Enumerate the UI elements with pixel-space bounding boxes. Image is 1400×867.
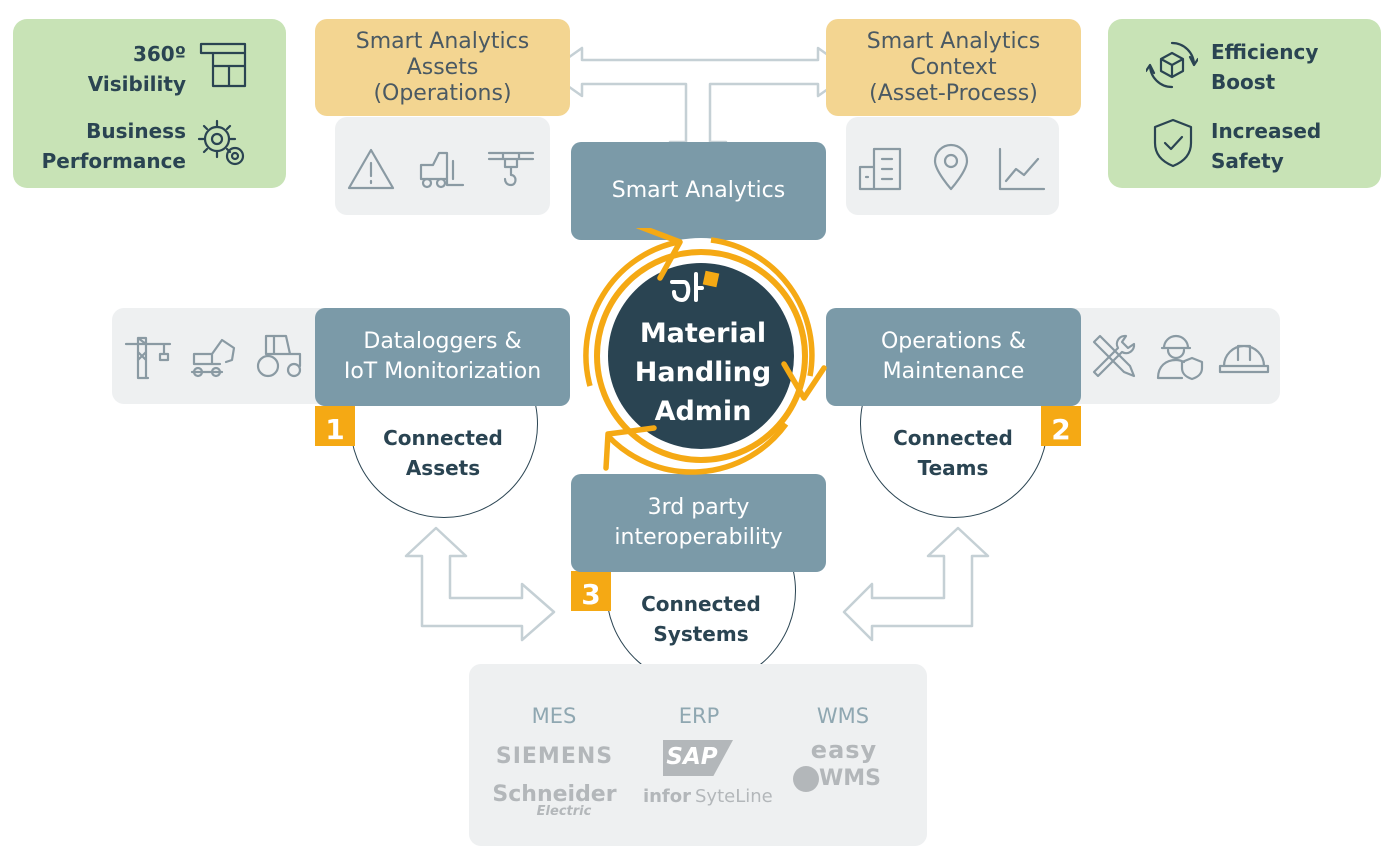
syteline-logo: SyteLine [695, 786, 773, 807]
bottom-right-arrow [842, 526, 990, 642]
hoist-hook-icon [487, 151, 535, 187]
step-number-1: 1 [315, 406, 355, 446]
safety-line1: Increased [1211, 119, 1322, 143]
connected-assets-line1: Connected [383, 426, 503, 450]
systems-panel: MES ERP WMS SIEMENS Schneider Electric S… [469, 664, 927, 846]
cycle-arrows [583, 228, 827, 475]
line-chart-icon [998, 147, 1046, 191]
dataloggers-icon-tray [112, 308, 342, 404]
performance-label: Business Performance [13, 116, 186, 176]
analytics-context-line1: Smart Analytics [866, 28, 1041, 54]
connected-systems-line1: Connected [641, 592, 761, 616]
center-line1: Material [639, 318, 767, 349]
efficiency-line2: Boost [1211, 70, 1276, 94]
worker-shield-icon [1156, 334, 1204, 381]
smart-analytics-label: Smart Analytics [611, 178, 786, 203]
connected-systems-label: Connected Systems [616, 589, 786, 649]
operations-line1: Operations & [880, 329, 1027, 354]
operations-icon-tray [1058, 308, 1280, 404]
visibility-line1: 360º [132, 42, 186, 66]
schneider-electric-sub: Electric [536, 804, 592, 819]
third-party-box: 3rd party interoperability [571, 474, 826, 572]
connected-assets-label: Connected Assets [360, 423, 526, 483]
analytics-assets-box: Smart Analytics Assets (Operations) [315, 19, 570, 116]
layout-board-icon [199, 42, 247, 88]
excavator-icon [190, 338, 236, 378]
connected-assets-line2: Assets [405, 456, 481, 480]
step-number-2: 2 [1041, 406, 1081, 446]
hard-hat-icon [1218, 344, 1270, 374]
step-number-3: 3 [571, 571, 611, 611]
cube-cycle-icon [1146, 41, 1198, 89]
tractor-icon [256, 334, 302, 378]
analytics-context-line3: (Asset-Process) [869, 80, 1038, 106]
easywms-logo-mark [793, 766, 819, 792]
schneider-logo: Schneider [492, 782, 617, 807]
context-icon-tray [846, 117, 1059, 215]
easywms-logo-easy: easy [810, 736, 878, 764]
wms-label: WMS [816, 704, 870, 728]
performance-line1: Business [86, 119, 186, 143]
bottom-left-arrow [404, 526, 556, 642]
smart-analytics-box: Smart Analytics [571, 142, 826, 240]
dataloggers-box: Dataloggers & IoT Monitorization [315, 308, 570, 406]
center-line2: Handling [634, 357, 772, 388]
benefits-left-panel: 360º Visibility Business Performance [13, 19, 286, 188]
analytics-assets-line1: Smart Analytics [355, 28, 530, 54]
warning-icon [347, 148, 395, 190]
analytics-context-box: Smart Analytics Context (Asset-Process) [826, 19, 1081, 116]
assets-icon-tray [335, 117, 550, 215]
infor-logo: infor [642, 786, 691, 807]
third-party-line2: interoperability [614, 525, 783, 550]
top-double-arrow [546, 46, 854, 174]
efficiency-line1: Efficiency [1211, 40, 1319, 64]
connected-systems-line2: Systems [653, 622, 749, 646]
visibility-label: 360º Visibility [13, 39, 186, 99]
operations-box: Operations & Maintenance [826, 308, 1081, 406]
tower-crane-icon [124, 336, 172, 380]
gears-icon [197, 119, 245, 166]
location-pin-icon [933, 143, 969, 191]
third-party-line1: 3rd party [647, 495, 750, 520]
safety-line2: Safety [1211, 149, 1284, 173]
tools-icon [1092, 334, 1136, 378]
performance-line2: Performance [41, 149, 186, 173]
safety-label: Increased Safety [1211, 116, 1381, 176]
visibility-line2: Visibility [87, 72, 186, 96]
siemens-logo: SIEMENS [495, 744, 614, 769]
efficiency-label: Efficiency Boost [1211, 37, 1381, 97]
dataloggers-line1: Dataloggers & [363, 329, 522, 354]
analytics-assets-line3: (Operations) [373, 80, 512, 106]
analytics-context-line2: Context [910, 54, 997, 80]
mes-label: MES [531, 704, 577, 728]
center-line3: Admin [654, 396, 752, 427]
connected-teams-line2: Teams [917, 456, 989, 480]
erp-label: ERP [678, 704, 720, 728]
benefits-right-panel: Efficiency Boost Increased Safety [1108, 19, 1381, 188]
forklift-icon [419, 151, 465, 189]
connected-teams-label: Connected Teams [870, 423, 1036, 483]
operations-line2: Maintenance [882, 359, 1025, 384]
analytics-assets-line2: Assets [406, 54, 479, 80]
brand-logo-icon [670, 270, 720, 303]
center-title: Material Handling Admin [608, 314, 798, 431]
shield-check-icon [1153, 118, 1193, 168]
connected-teams-line1: Connected [893, 426, 1013, 450]
building-plan-icon [858, 147, 902, 191]
dataloggers-line2: IoT Monitorization [343, 359, 542, 384]
easywms-logo-wms: WMS [819, 766, 882, 791]
sap-logo-text: SAP [666, 744, 718, 770]
